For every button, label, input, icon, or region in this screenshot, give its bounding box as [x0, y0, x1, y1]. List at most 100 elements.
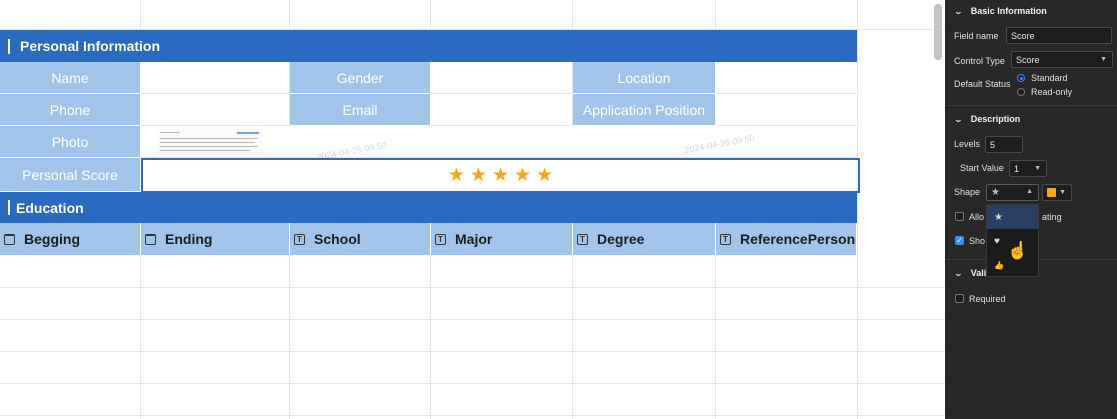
hand-pointer-cursor-icon: ☝	[1007, 241, 1029, 260]
start-value-select[interactable]: 1 ▼	[1009, 160, 1047, 177]
description-section-toggle[interactable]: ⌄ Description	[954, 114, 1021, 124]
section-title: Education	[16, 199, 84, 216]
star-icon: ★	[994, 211, 1003, 223]
required-checkbox[interactable]	[955, 294, 964, 303]
input-phone[interactable]	[141, 94, 290, 126]
input-email[interactable]	[431, 94, 573, 126]
chevron-down-icon: ⌄	[953, 6, 964, 16]
required-label: Required	[969, 294, 1006, 304]
column-header-major[interactable]: T Major	[431, 223, 573, 255]
personal-score-rating[interactable]: ★★★★★	[141, 158, 860, 193]
label-application-position[interactable]: Application Position	[573, 94, 716, 126]
default-status-label: Default Status	[954, 79, 1011, 89]
shape-label: Shape	[954, 187, 981, 197]
label-phone[interactable]: Phone	[0, 94, 141, 126]
section-marker	[8, 38, 10, 54]
show-checkbox[interactable]: ✓	[955, 236, 964, 245]
start-value-label: Start Value	[960, 163, 1004, 173]
grid-line	[0, 383, 945, 384]
show-label: Sho	[969, 236, 986, 246]
education-section-header[interactable]: Education	[0, 192, 857, 223]
column-header-label: Major	[455, 231, 493, 247]
text-field-icon: T	[577, 233, 588, 245]
label-personal-score[interactable]: Personal Score	[0, 158, 141, 192]
label-email[interactable]: Email	[290, 94, 431, 126]
heart-icon: ♥	[994, 235, 1000, 247]
start-value-value: 1	[1014, 163, 1020, 174]
column-header-begging[interactable]: Begging	[0, 223, 141, 255]
label-gender[interactable]: Gender	[290, 62, 431, 94]
input-location[interactable]	[716, 62, 858, 94]
chevron-down-icon: ⌄	[953, 268, 964, 278]
column-header-school[interactable]: T School	[290, 223, 431, 255]
star-icon: ★	[991, 187, 1000, 198]
calendar-icon	[145, 233, 156, 245]
vertical-scrollbar[interactable]	[934, 4, 942, 60]
grid-line	[0, 29, 945, 30]
control-type-value: Score	[1016, 54, 1040, 65]
shape-option-star[interactable]: ★	[987, 205, 1038, 229]
shape-option-heart[interactable]: ♥	[987, 229, 1038, 253]
text-field-icon: T	[720, 233, 731, 245]
shape-select[interactable]: ★ ▲	[986, 184, 1039, 201]
column-header-referenceperson[interactable]: T ReferencePerson	[716, 223, 857, 255]
grid-line	[0, 319, 945, 320]
allow-half-label: Allo	[969, 212, 985, 222]
star-icon[interactable]: ★	[469, 165, 487, 186]
shape-color-picker[interactable]: ▼	[1042, 184, 1072, 201]
levels-label: Levels	[954, 139, 981, 149]
star-icon[interactable]: ★	[447, 165, 465, 186]
allow-half-label-tail: ating	[1042, 212, 1062, 222]
input-name[interactable]	[141, 62, 290, 94]
thumbs-up-icon: 👍	[994, 260, 1004, 270]
grid-line	[0, 415, 945, 416]
radio-standard[interactable]	[1017, 74, 1025, 82]
section-title: Vali	[970, 268, 987, 278]
field-name-input[interactable]: Score	[1006, 27, 1112, 44]
grid-line	[0, 287, 945, 288]
dropdown-arrow-icon: ▼	[1034, 165, 1041, 172]
shape-option-thumbs-up[interactable]: 👍	[987, 253, 1038, 277]
section-marker	[8, 200, 10, 215]
radio-standard-label: Standard	[1031, 73, 1068, 83]
star-icon[interactable]: ★	[536, 165, 554, 186]
radio-read-only[interactable]	[1017, 88, 1025, 96]
column-header-degree[interactable]: T Degree	[573, 223, 716, 255]
dropdown-arrow-icon: ▼	[1059, 189, 1066, 196]
column-header-label: Begging	[24, 231, 80, 247]
section-title: Basic Information	[970, 6, 1047, 16]
star-icon[interactable]: ★	[514, 165, 532, 186]
properties-panel: ⌄ Basic Information Field name Score Con…	[945, 0, 1117, 419]
section-title: Personal Information	[20, 38, 161, 54]
color-swatch	[1047, 188, 1056, 197]
input-gender[interactable]	[431, 62, 573, 94]
grid-line	[0, 351, 945, 352]
column-header-label: Degree	[597, 231, 645, 247]
basic-info-section-toggle[interactable]: ⌄ Basic Information	[953, 6, 1047, 16]
shape-dropdown-menu: ★ ♥ 👍	[986, 204, 1039, 277]
section-title: Description	[970, 114, 1021, 124]
column-header-label: ReferencePerson	[740, 231, 856, 247]
panel-divider	[945, 105, 1117, 106]
spreadsheet-canvas[interactable]: Personal Information Name Gender Locatio…	[0, 0, 945, 419]
text-field-icon: T	[294, 233, 305, 245]
allow-half-checkbox[interactable]	[955, 212, 964, 221]
levels-input[interactable]: 5	[985, 136, 1023, 153]
input-application-position[interactable]	[716, 94, 858, 126]
column-header-label: Ending	[165, 231, 213, 247]
dropdown-arrow-icon: ▼	[1100, 56, 1107, 63]
label-name[interactable]: Name	[0, 62, 141, 94]
label-photo[interactable]: Photo	[0, 126, 141, 158]
validation-section-toggle[interactable]: ⌄ Vali	[953, 268, 987, 278]
personal-info-section-header[interactable]: Personal Information	[0, 30, 857, 62]
field-name-label: Field name	[954, 31, 999, 41]
column-header-ending[interactable]: Ending	[141, 223, 290, 255]
column-header-label: School	[314, 231, 361, 247]
label-location[interactable]: Location	[573, 62, 716, 94]
grid-line	[857, 0, 858, 419]
control-type-label: Control Type	[954, 56, 1005, 66]
photo-thumbnail[interactable]	[157, 129, 262, 156]
control-type-select[interactable]: Score ▼	[1011, 51, 1113, 68]
star-icon[interactable]: ★	[491, 165, 510, 186]
chevron-up-icon: ▲	[1026, 188, 1033, 195]
